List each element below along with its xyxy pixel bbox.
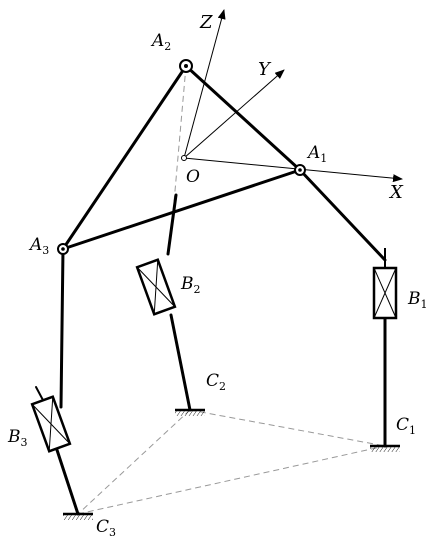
label-c1: C1 — [396, 415, 416, 437]
dashed-base-triangle — [77, 65, 386, 515]
leg-3-lower — [55, 448, 80, 516]
origin-point — [181, 155, 187, 161]
label-c3: C3 — [96, 517, 116, 539]
label-a2: A2 — [150, 31, 171, 53]
label-c2: C2 — [206, 371, 226, 393]
ground-c2 — [175, 408, 205, 416]
x-axis — [183, 157, 403, 183]
legs — [35, 168, 387, 516]
actuator-b2 — [135, 258, 177, 316]
ground-c3 — [63, 512, 93, 520]
label-b2: B2 — [180, 274, 201, 296]
label-b3: B3 — [7, 427, 28, 449]
ground-supports — [63, 408, 400, 520]
leg-2-upper — [166, 193, 178, 256]
label-x-axis: X — [388, 182, 404, 203]
leg-2-lower — [169, 313, 192, 412]
label-origin: O — [186, 167, 200, 187]
leg-1-upper — [298, 168, 387, 262]
label-y-axis: Y — [258, 59, 272, 80]
y-axis — [183, 69, 285, 159]
label-a3: A3 — [28, 235, 49, 257]
actuator-b1 — [372, 248, 398, 320]
leg-3-upper — [59, 247, 65, 409]
joints — [57, 59, 306, 255]
label-b1: B1 — [407, 289, 428, 311]
label-a1: A1 — [306, 143, 327, 165]
ground-c1 — [370, 444, 400, 452]
moving-platform — [61, 64, 302, 251]
actuator-b3 — [30, 395, 72, 453]
label-z-axis: Z — [199, 12, 213, 33]
